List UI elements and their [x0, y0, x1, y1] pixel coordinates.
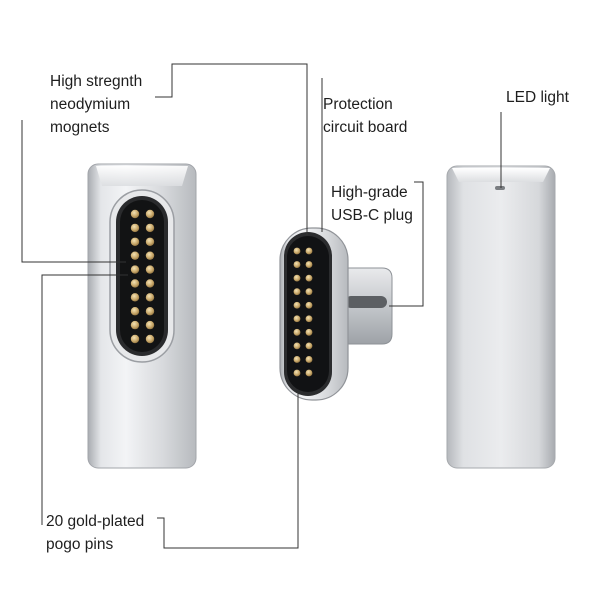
pogo-pin	[145, 223, 155, 233]
pogo-pin	[293, 342, 301, 350]
label-magnets: High stregnth neodymium mognets	[50, 70, 142, 139]
leader-lines	[21, 63, 502, 549]
pogo-pin	[145, 209, 155, 219]
pins-leader	[155, 63, 308, 235]
usbc-leader	[389, 181, 424, 307]
label-usbc-plug: High-grade USB-C plug	[331, 181, 413, 227]
label-protection-board: Protection circuit board	[323, 93, 407, 139]
label-magnets-line-3: mognets	[50, 119, 110, 136]
label-board-line-2: circuit board	[323, 119, 408, 136]
pogo-pin	[293, 356, 301, 363]
magnets-leader	[21, 120, 126, 263]
pogo-pin	[305, 247, 313, 255]
pogo-pin	[145, 320, 155, 330]
label-led-light: LED light	[506, 86, 569, 109]
pogo-pin	[145, 237, 155, 246]
left-pin-array	[130, 209, 155, 344]
pogo-pin	[130, 265, 140, 274]
pogo-pin	[130, 334, 140, 344]
pogo-pin	[293, 301, 301, 309]
pogo-pin	[130, 293, 140, 302]
pogo-pin	[305, 261, 313, 268]
right-adapter	[446, 165, 556, 469]
label-pins-line-2: pogo pins	[46, 536, 114, 553]
pogo-pin	[130, 320, 140, 330]
pogo-pin	[305, 342, 313, 350]
label-magnets-line-2: neodymium	[50, 96, 131, 113]
pogo-pin	[293, 315, 301, 323]
pogo-pin	[293, 288, 301, 296]
pogo-pin	[305, 301, 313, 309]
label-usbc-line-1: High-grade	[331, 184, 408, 201]
pogo-pin	[293, 274, 301, 282]
middle-adapter	[279, 227, 393, 401]
label-pins-line-1: 20 gold-plated	[46, 513, 145, 530]
pogo-pins-leader-vertical	[41, 274, 128, 525]
pogo-pin	[145, 334, 155, 344]
pogo-pin	[293, 261, 301, 268]
pogo-pin	[130, 223, 140, 233]
pogo-pin	[145, 251, 155, 260]
pogo-pin	[130, 209, 140, 219]
pogo-pin	[145, 279, 155, 288]
pogo-pin	[130, 251, 140, 260]
left-adapter	[87, 163, 197, 469]
led-light-indicator	[495, 186, 505, 190]
pogo-pin	[145, 307, 155, 316]
pogo-pin	[305, 369, 313, 377]
pogo-pin	[305, 356, 313, 363]
pogo-pin	[305, 288, 313, 296]
pogo-pin	[130, 307, 140, 316]
pogo-pin	[130, 279, 140, 288]
pogo-pin	[305, 315, 313, 323]
pogo-pin	[130, 237, 140, 246]
label-usbc-line-2: USB-C plug	[331, 207, 413, 224]
label-board-line-1: Protection	[323, 96, 393, 113]
pogo-pin	[293, 247, 301, 255]
pogo-pin	[305, 328, 313, 336]
pogo-pin	[145, 293, 155, 302]
pogo-pin	[145, 265, 155, 274]
pogo-pin	[305, 274, 313, 282]
middle-pin-array	[293, 247, 313, 377]
pogo-pin	[293, 328, 301, 336]
pogo-pin	[293, 369, 301, 377]
label-led-line-1: LED light	[506, 89, 569, 106]
pogo-pins-leader	[157, 392, 299, 549]
label-pogo-pins: 20 gold-plated pogo pins	[46, 510, 144, 556]
label-magnets-line-1: High stregnth	[50, 73, 143, 90]
